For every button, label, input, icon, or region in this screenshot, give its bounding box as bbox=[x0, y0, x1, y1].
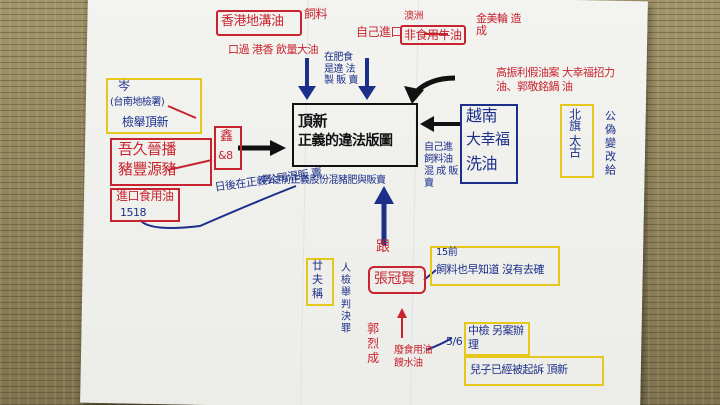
arrow-red-up-head bbox=[397, 308, 407, 318]
right-box-line1: 越南 bbox=[466, 106, 498, 125]
line-blue-diagonal bbox=[139, 185, 297, 229]
top-left-box-text: 香港地溝油 bbox=[221, 14, 284, 29]
center-title-1: 頂新 bbox=[298, 112, 328, 130]
bottom-right-box-line1: 15前 bbox=[436, 247, 458, 258]
top-right-small: 澳洲 bbox=[404, 11, 424, 22]
bottom-left-red-vertical: 郭 烈 成 bbox=[365, 322, 380, 364]
top-vertical-note: 在肥食 是違 法製 販 賣 bbox=[324, 52, 358, 86]
line-red-link bbox=[167, 105, 197, 119]
arrow-bottom-right bbox=[425, 337, 453, 351]
arrow-quote-head bbox=[404, 86, 424, 104]
center-box bbox=[292, 103, 418, 167]
bottom-right-bracket bbox=[464, 322, 530, 356]
follow-label: 跟 bbox=[376, 239, 390, 255]
right-yellow-box bbox=[560, 104, 594, 178]
right-box-line3: 洗油 bbox=[466, 154, 498, 173]
arrow-top-right-head bbox=[358, 86, 376, 100]
bottom-right-lower-box bbox=[464, 356, 604, 386]
left-red-box bbox=[110, 138, 212, 186]
left-bottom-line2: 1518 bbox=[120, 206, 147, 219]
bottom-right-line1: 中檢 另案辦理 bbox=[468, 324, 524, 352]
zhang-box bbox=[368, 266, 426, 294]
right-quote: 高振利假油案 大幸福招力油、郭敬銘鍋 油 bbox=[496, 66, 615, 94]
right-yellow-side: 公 偽 變 改 給 bbox=[603, 110, 617, 175]
top-left-box bbox=[216, 10, 302, 36]
left-small-line2: 夫 bbox=[312, 273, 323, 286]
left-yellow-box bbox=[106, 78, 202, 134]
top-left-note: 口過 港香 飲量大油 bbox=[228, 43, 319, 56]
left-yellow-line2: (台南地檢署) bbox=[110, 97, 165, 108]
left-bottom-box bbox=[110, 188, 180, 222]
right-vertical-note: 自己進 飼料油 混 成 販 賣 bbox=[424, 142, 458, 189]
top-right-box-text: 非食用牛油 bbox=[404, 28, 462, 42]
line-red-link-2 bbox=[167, 159, 213, 171]
bottom-left-red-note: 廢食用油 餿水油 bbox=[394, 345, 433, 369]
left-side-line2: &8 bbox=[218, 149, 233, 162]
center-title-2: 正義的違法版圖 bbox=[298, 133, 393, 149]
left-side-box bbox=[214, 126, 242, 170]
bottom-right-fraction: 5/6 bbox=[446, 335, 463, 348]
right-box-line2: 大幸福 bbox=[466, 130, 510, 148]
bottom-right-line2: 兒子已經被起訴 頂新 bbox=[470, 363, 568, 376]
left-red-line1: 吾久晉播 bbox=[118, 140, 177, 158]
bottom-right-box-line2: 飼料也早知道 沒有去確 bbox=[436, 263, 545, 276]
zhang-text: 張冠賢 bbox=[374, 271, 415, 287]
arrow-up-follow-head bbox=[374, 186, 394, 204]
right-yellow-box-text: 北旗 太古 bbox=[567, 108, 582, 158]
left-side-line1: 鑫 bbox=[220, 129, 233, 144]
top-left-box-side: 飼料 bbox=[304, 7, 328, 21]
top-right-side: 金美輪 造成 bbox=[476, 12, 522, 37]
left-yellow-line1: 岑 bbox=[118, 79, 130, 93]
left-small-line1: 廿 bbox=[312, 259, 323, 272]
arrow-right-box-head bbox=[420, 116, 434, 132]
top-right-box bbox=[400, 25, 466, 45]
left-small-line3: 稱 bbox=[312, 287, 323, 300]
left-red-line2: 豬豐源豬 bbox=[118, 160, 177, 178]
arrow-left-head bbox=[270, 140, 286, 156]
left-small-box bbox=[306, 258, 334, 306]
left-yellow-line3: 檢舉頂新 bbox=[122, 115, 169, 129]
bottom-right-box bbox=[430, 246, 560, 286]
top-right-plain: 自己進口 bbox=[356, 25, 403, 39]
left-small-vertical: 人 檢 舉 判 決 罪 bbox=[338, 262, 350, 333]
left-bottom-line1: 進口食用油 bbox=[116, 189, 174, 203]
right-box bbox=[460, 104, 518, 184]
blue-middle-note: 再往前正義股份混豬肥與販賣 bbox=[262, 175, 386, 186]
arrow-top-left-head bbox=[298, 86, 316, 100]
